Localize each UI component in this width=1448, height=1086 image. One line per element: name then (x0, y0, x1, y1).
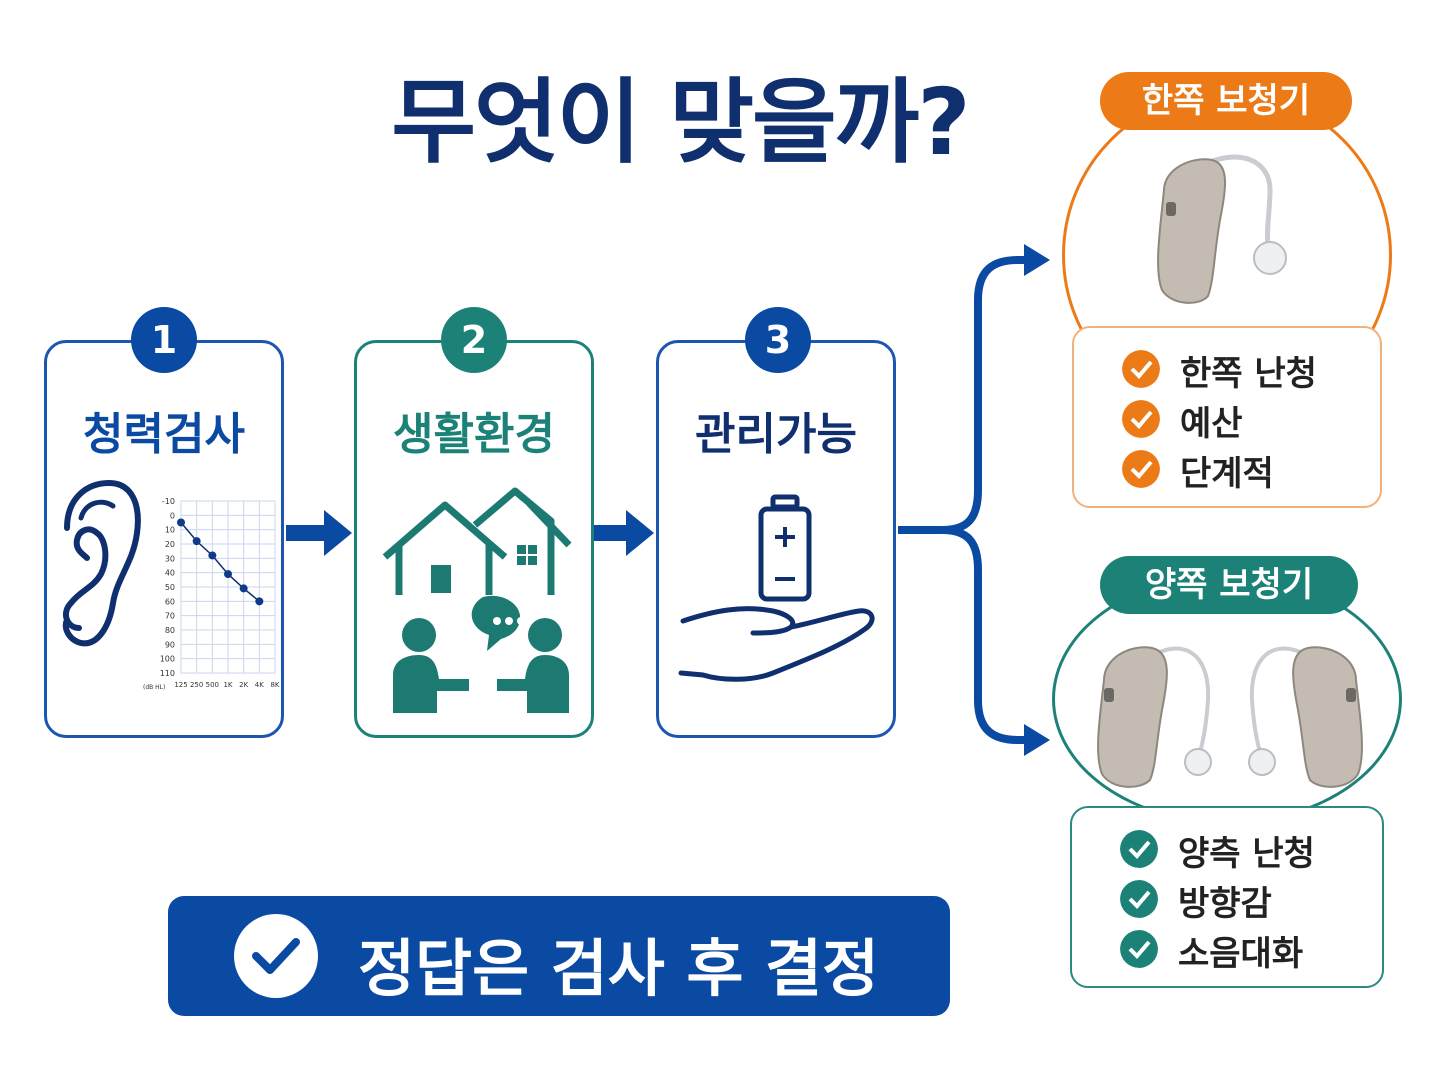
hearing-aids-pair-icon (1097, 646, 1363, 788)
reason-text: 단계적 (1180, 454, 1274, 494)
y-tick-label: 100 (160, 655, 175, 664)
x-tick-label: 125 (174, 681, 187, 689)
y-tick-label: 110 (160, 669, 175, 678)
y-tick-label: 20 (165, 540, 175, 549)
y-tick-label: 10 (165, 526, 175, 535)
check-icon (1122, 350, 1160, 388)
single-aid-title: 한쪽 보청기 (1100, 72, 1352, 130)
step-label: 관리가능 (695, 409, 857, 460)
step-label: 생활환경 (393, 409, 555, 460)
y-tick-label: 80 (165, 626, 175, 635)
reason-text: 소음대화 (1178, 934, 1304, 974)
ear-icon (62, 479, 141, 647)
x-tick-label: 1K (223, 681, 232, 689)
y-tick-label: 0 (170, 511, 175, 520)
audiogram-point (208, 551, 217, 560)
check-icon (1122, 400, 1160, 438)
x-tick-label: 8K (270, 681, 279, 689)
x-tick-label: 250 (190, 681, 203, 689)
branch-arrows-icon (898, 244, 1050, 756)
reason-text: 방향감 (1178, 884, 1272, 924)
reason-text: 양측 난청 (1178, 834, 1315, 874)
both-aid-reasons: 양측 난청 방향감 소음대화 (1070, 806, 1384, 988)
y-tick-label: -10 (162, 497, 175, 506)
reason-text: 예산 (1180, 404, 1243, 444)
battery-hand-icon (678, 494, 875, 682)
both-aid-title: 양쪽 보청기 (1100, 556, 1358, 614)
y-tick-label: 30 (165, 554, 175, 563)
y-tick-label: 90 (165, 640, 175, 649)
check-icon (1120, 930, 1158, 968)
check-icon (1122, 450, 1160, 488)
check-icon (1120, 880, 1158, 918)
audiogram-point (192, 537, 201, 546)
step-label: 청력검사 (83, 409, 245, 460)
y-unit-label: (dB HL) (143, 684, 165, 691)
audiogram-point (255, 597, 264, 606)
y-tick-label: 50 (165, 583, 175, 592)
y-tick-label: 70 (165, 612, 175, 621)
page-title: 무엇이 맞을까? (391, 69, 970, 176)
arrow-right-icon (286, 510, 352, 556)
y-tick-label: 40 (165, 569, 175, 578)
reason-text: 한쪽 난청 (1180, 354, 1317, 394)
audiogram-line (180, 522, 260, 602)
hearing-aid-icon (1157, 154, 1287, 304)
step-badge-2: 2 (441, 307, 507, 373)
audiogram-point (224, 570, 232, 579)
conclusion-banner: 정답은 검사 후 결정 (168, 896, 950, 1016)
single-aid-reasons: 한쪽 난청 예산 단계적 (1072, 326, 1382, 508)
audiogram-point (177, 518, 185, 527)
x-tick-label: 2K (239, 681, 248, 689)
x-tick-label: 500 (206, 681, 219, 689)
step-card-manageable: 관리가능 (656, 340, 896, 738)
check-icon (1120, 830, 1158, 868)
y-tick-label: 60 (165, 597, 175, 606)
arrow-right-icon (594, 510, 654, 556)
x-tick-label: 4K (255, 681, 264, 689)
audiogram-point (239, 584, 248, 593)
step-badge-3: 3 (745, 307, 811, 373)
step-badge-1: 1 (131, 307, 197, 373)
house-people-icon (382, 487, 572, 713)
conclusion-text: 정답은 검사 후 결정 (358, 932, 880, 1005)
step-card-living-environment: 생활환경 (354, 340, 594, 738)
check-circle-icon (234, 914, 318, 998)
